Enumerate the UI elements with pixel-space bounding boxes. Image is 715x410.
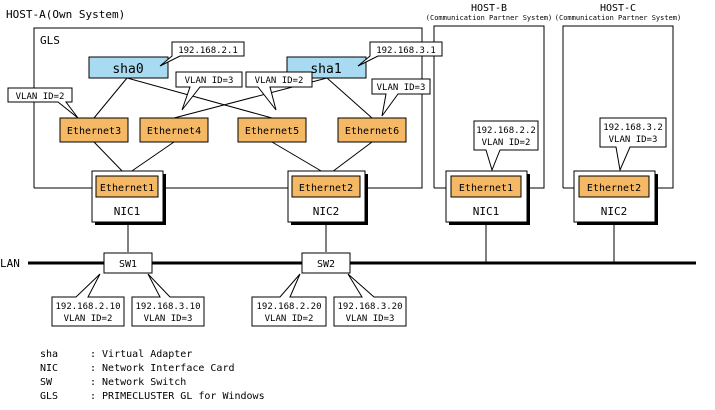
host-a-boundary <box>33 27 423 189</box>
host-a-nic2-label: NIC2 <box>313 205 340 218</box>
sw1-left-callout: 192.168.2.10 VLAN ID=2 <box>51 273 125 327</box>
sw2-left-ip: 192.168.2.20 <box>256 302 321 312</box>
host-c-title: HOST-C <box>600 3 636 14</box>
ethernet3-adapter: Ethernet3 <box>59 117 129 143</box>
sha0-adapter: sha0 <box>88 56 169 79</box>
vlan-callout-eth5: VLAN ID=2 <box>245 71 313 111</box>
sw2-right-ip: 192.168.3.20 <box>337 302 402 312</box>
lan-label: LAN <box>0 257 20 270</box>
sha1-ip: 192.168.3.1 <box>376 46 436 56</box>
host-a-title: HOST-A(Own System) <box>6 8 125 21</box>
legend: sha : Virtual Adapter NIC : Network Inte… <box>40 349 265 402</box>
sw1-left-ip: 192.168.2.10 <box>55 302 120 312</box>
vlan-eth5-text: VLAN ID=2 <box>255 76 304 86</box>
host-c-nic2-label: NIC2 <box>601 205 628 218</box>
sha0-label: sha0 <box>112 62 143 77</box>
host-a-nic1-label: NIC1 <box>114 205 141 218</box>
host-a-nic1-adapter: Ethernet1 <box>100 183 154 194</box>
legend-term-nic: NIC <box>40 363 58 374</box>
ethernet6-label: Ethernet6 <box>345 126 399 137</box>
vlan-eth6-text: VLAN ID=3 <box>377 83 426 93</box>
sw1-left-vlan: VLAN ID=2 <box>64 314 113 324</box>
sha1-ip-callout: 192.168.3.1 <box>357 41 443 67</box>
sha1-label: sha1 <box>310 62 341 77</box>
sw2-left-vlan: VLAN ID=2 <box>265 314 314 324</box>
ethernet5-label: Ethernet5 <box>245 126 299 137</box>
legend-desc-sw: : Network Switch <box>90 377 186 388</box>
host-a-nic2-adapter: Ethernet2 <box>299 183 353 194</box>
sha0-ip-callout: 192.168.2.1 <box>159 41 245 67</box>
sha0-ip: 192.168.2.1 <box>178 46 238 56</box>
vlan-callout-eth4: VLAN ID=3 <box>175 71 243 111</box>
host-c-nic2: Ethernet2 NIC2 <box>573 170 658 225</box>
legend-desc-sha: : Virtual Adapter <box>90 349 192 360</box>
legend-term-sw: SW <box>40 377 53 388</box>
vlan-callout-eth3: VLAN ID=2 <box>7 87 79 119</box>
ethernet5-adapter: Ethernet5 <box>237 117 307 143</box>
legend-desc-nic: : Network Interface Card <box>90 363 235 374</box>
host-b-ip: 192.168.2.2 <box>476 126 536 136</box>
switch-sw1: SW1 <box>103 252 153 274</box>
sw1-label: SW1 <box>119 259 137 270</box>
sw2-right-vlan: VLAN ID=3 <box>346 314 395 324</box>
switch-sw2: SW2 <box>301 252 351 274</box>
ethernet4-adapter: Ethernet4 <box>139 117 209 143</box>
host-c-boundary <box>562 25 674 189</box>
host-b-nic1-adapter: Ethernet1 <box>459 183 513 194</box>
sw1-right-callout: 192.168.3.10 VLAN ID=3 <box>131 273 205 327</box>
sw2-left-callout: 192.168.2.20 VLAN ID=2 <box>251 273 327 327</box>
ethernet4-label: Ethernet4 <box>147 126 201 137</box>
host-c-subtitle: (Communication Partner System) <box>555 14 681 22</box>
vlan-eth3-text: VLAN ID=2 <box>16 92 65 102</box>
host-b-nic1-label: NIC1 <box>473 205 500 218</box>
ethernet3-label: Ethernet3 <box>67 126 121 137</box>
host-c-nic2-adapter: Ethernet2 <box>587 183 641 194</box>
vlan-eth4-text: VLAN ID=3 <box>185 76 234 86</box>
sw1-right-ip: 192.168.3.10 <box>135 302 200 312</box>
host-a-nic1: Ethernet1 NIC1 <box>91 170 166 225</box>
host-a-nic2: Ethernet2 NIC2 <box>287 170 368 225</box>
host-b-title: HOST-B <box>471 3 507 14</box>
ethernet6-adapter: Ethernet6 <box>337 117 407 143</box>
sw2-label: SW2 <box>317 259 335 270</box>
legend-term-gls: GLS <box>40 391 58 402</box>
legend-term-sha: sha <box>40 349 58 360</box>
vlan-callout-eth6: VLAN ID=3 <box>371 78 431 117</box>
sw1-right-vlan: VLAN ID=3 <box>144 314 193 324</box>
gls-label: GLS <box>40 34 60 47</box>
host-b-vlan: VLAN ID=2 <box>482 138 531 148</box>
host-c-vlan: VLAN ID=3 <box>609 135 658 145</box>
host-b-ip-callout: 192.168.2.2 VLAN ID=2 <box>473 120 539 172</box>
host-b-subtitle: (Communication Partner System) <box>426 14 552 22</box>
host-b-boundary <box>433 25 545 189</box>
host-c-ip: 192.168.3.2 <box>603 123 663 133</box>
legend-desc-gls: : PRIMECLUSTER GL for Windows <box>90 391 265 402</box>
sw2-right-callout: 192.168.3.20 VLAN ID=3 <box>333 273 407 327</box>
host-c-ip-callout: 192.168.3.2 VLAN ID=3 <box>599 117 667 172</box>
host-b-nic1: Ethernet1 NIC1 <box>445 170 530 225</box>
host-a-links <box>93 77 373 176</box>
